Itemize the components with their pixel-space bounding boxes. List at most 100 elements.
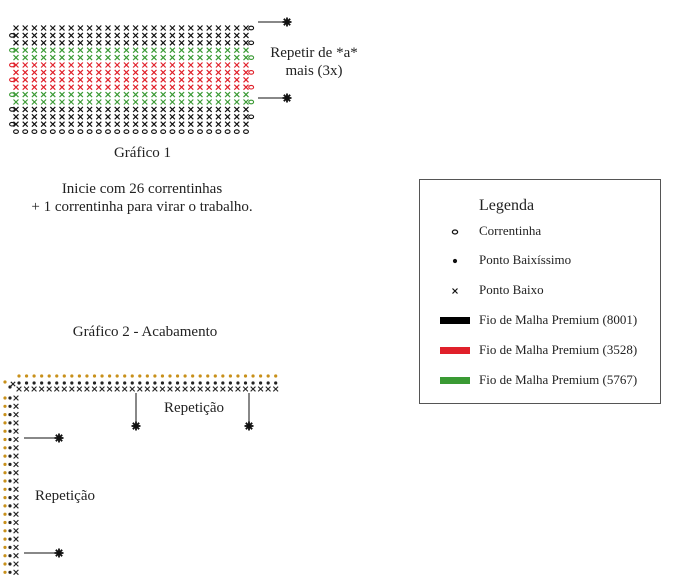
ponto-baixo-stitch: [141, 25, 148, 31]
ponto-baixo-stitch: [187, 32, 194, 39]
ponto-baixo-stitch: [132, 62, 139, 68]
ponto-baixo-stitch: [13, 478, 19, 484]
ponto-baixo-stitch: [215, 106, 222, 113]
ponto-baixo-stitch: [77, 121, 84, 128]
ponto-baixo-stitch: [13, 461, 19, 468]
ponto-baixo-stitch: [22, 47, 29, 54]
ponto-baixo-stitch: [86, 39, 93, 46]
ponto-baixissimo-stitch: [8, 429, 12, 433]
ponto-baixo-stitch: [132, 76, 139, 83]
correntinha-stitch: [248, 55, 255, 60]
asterisk-marker: [244, 421, 254, 431]
ponto-baixo-stitch: [31, 113, 38, 120]
ponto-baixissimo-stitch: [266, 374, 270, 378]
legend-label: Ponto Baixíssimo: [479, 252, 572, 267]
ponto-baixo-stitch: [151, 121, 157, 128]
ponto-baixo-stitch: [132, 99, 139, 105]
ponto-baixo-stitch: [132, 106, 139, 113]
ponto-baixissimo-stitch: [40, 374, 44, 378]
ponto-baixo-stitch: [243, 25, 249, 31]
ponto-baixo-stitch: [22, 32, 29, 39]
correntinha-stitch: [248, 99, 255, 105]
ponto-baixo-stitch: [206, 39, 213, 46]
ponto-baixo-stitch: [13, 511, 19, 517]
ponto-baixo-stitch: [95, 54, 102, 61]
ponto-baixo-stitch: [40, 99, 47, 105]
asterisk-center: [133, 423, 139, 429]
repeat-note-line1: Repetir de *a*: [270, 45, 358, 61]
ponto-baixo-stitch: [167, 386, 173, 392]
ponto-baixissimo-stitch: [3, 570, 7, 574]
ponto-baixo-stitch: [215, 47, 222, 54]
ponto-baixo-stitch: [105, 47, 111, 54]
ponto-baixo-stitch: [13, 445, 19, 451]
ponto-baixo-stitch: [114, 54, 121, 61]
repeat-note-line2: mais (3x): [285, 63, 343, 79]
ponto-baixo-stitch: [53, 386, 60, 392]
ponto-baixo-stitch: [215, 32, 222, 39]
ponto-baixissimo-stitch: [3, 437, 7, 442]
ponto-baixo-stitch: [206, 54, 213, 61]
ponto-baixo-stitch: [68, 69, 75, 76]
ponto-baixo-stitch: [123, 106, 130, 113]
ponto-baixo-stitch: [95, 32, 102, 39]
ponto-baixo-stitch: [178, 47, 185, 54]
ponto-baixo-stitch: [40, 39, 47, 46]
ponto-baixo-stitch: [59, 99, 65, 105]
ponto-baixo-stitch: [141, 39, 148, 46]
ponto-baixo-stitch: [233, 113, 240, 120]
ponto-baixo-stitch: [114, 47, 121, 54]
ponto-baixo-stitch: [224, 121, 231, 128]
asterisk-marker: [54, 433, 64, 443]
ponto-baixo-stitch: [31, 62, 38, 68]
ponto-baixissimo-stitch: [3, 529, 7, 533]
ponto-baixo-stitch: [86, 25, 93, 31]
ponto-baixissimo-stitch: [24, 381, 29, 385]
ponto-baixissimo-stitch: [3, 404, 7, 408]
ponto-baixo-stitch: [151, 54, 157, 61]
ponto-baixo-stitch: [215, 84, 222, 91]
ponto-baixo-stitch: [224, 84, 231, 91]
ponto-baixissimo-stitch: [8, 421, 12, 425]
ponto-baixissimo-stitch: [191, 374, 195, 378]
ponto-baixo-stitch: [59, 62, 65, 68]
ponto-baixo-stitch: [86, 84, 93, 91]
ponto-baixissimo-stitch: [123, 374, 127, 378]
ponto-baixo-stitch: [141, 106, 148, 113]
ponto-baixo-stitch: [13, 76, 19, 83]
ponto-baixo-stitch: [227, 386, 234, 392]
ponto-baixo-stitch: [123, 62, 130, 68]
ponto-baixo-stitch: [132, 54, 139, 61]
ponto-baixo-stitch: [178, 99, 185, 105]
ponto-baixo-stitch: [13, 486, 19, 493]
correntinha-stitch: [77, 129, 84, 134]
ponto-baixissimo-stitch: [8, 496, 12, 500]
ponto-baixo-stitch: [206, 113, 213, 120]
ponto-baixo-stitch: [13, 436, 19, 443]
legend-item-fio-8001: Fio de Malha Premium (8001): [420, 311, 660, 331]
ponto-baixo-stitch: [68, 62, 75, 68]
ponto-baixissimo-stitch: [8, 504, 12, 508]
correntinha-stitch: [22, 129, 29, 134]
ponto-baixo-stitch: [40, 62, 47, 68]
ponto-baixo-stitch: [215, 121, 222, 128]
ponto-baixo-stitch: [243, 99, 249, 105]
ponto-baixo-stitch: [49, 39, 56, 46]
ponto-baixissimo-stitch: [183, 374, 187, 378]
ponto-baixissimo-stitch: [115, 374, 119, 378]
ponto-baixo-stitch: [22, 91, 29, 98]
ponto-baixo-stitch: [169, 39, 176, 46]
ponto-baixissimo-stitch: [8, 385, 12, 389]
ponto-baixissimo-stitch: [266, 381, 270, 385]
ponto-baixissimo-stitch: [259, 381, 263, 385]
ponto-baixo-stitch: [95, 47, 102, 54]
correntinha-stitch: [123, 129, 130, 134]
ponto-baixissimo-stitch: [198, 381, 202, 385]
ponto-baixo-stitch: [141, 69, 148, 76]
correntinha-stitch: [40, 129, 47, 134]
legend-item-fio-3528: Fio de Malha Premium (3528): [420, 341, 660, 361]
ponto-baixissimo-stitch: [100, 374, 104, 378]
ponto-baixissimo-stitch: [8, 545, 12, 549]
ponto-baixo-stitch: [160, 39, 167, 46]
ponto-baixissimo-stitch: [3, 421, 7, 425]
